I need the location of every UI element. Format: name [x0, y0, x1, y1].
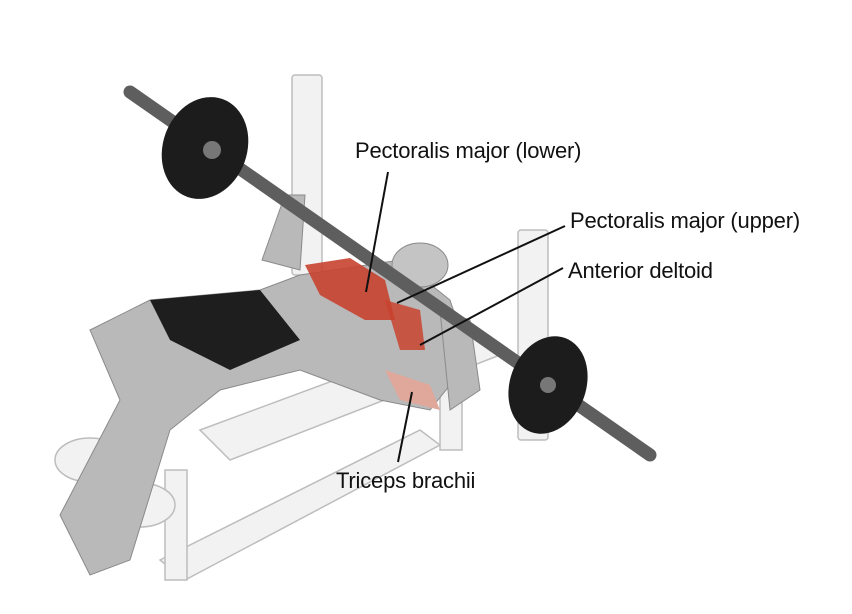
leader-triceps: [397, 391, 413, 463]
pectoralis-major: [305, 258, 395, 320]
barbell: [123, 85, 657, 462]
athlete-body: [59, 194, 481, 576]
anterior-deltoid: [385, 300, 425, 350]
shorts: [150, 290, 300, 370]
label-anterior-deltoid: Anterior deltoid: [568, 258, 713, 283]
leader-lines: [365, 171, 566, 463]
highlighted-muscles: [305, 258, 440, 410]
label-triceps-brachii: Triceps brachii: [336, 468, 476, 493]
leader-pec-upper: [396, 225, 566, 304]
triceps-brachii: [385, 370, 440, 410]
label-pectoralis-major-lower: Pectoralis major (lower): [355, 138, 582, 163]
label-pectoralis-major-upper: Pectoralis major (upper): [570, 208, 800, 233]
leader-anterior-deltoid: [419, 267, 564, 346]
leader-pec-lower: [365, 171, 389, 293]
